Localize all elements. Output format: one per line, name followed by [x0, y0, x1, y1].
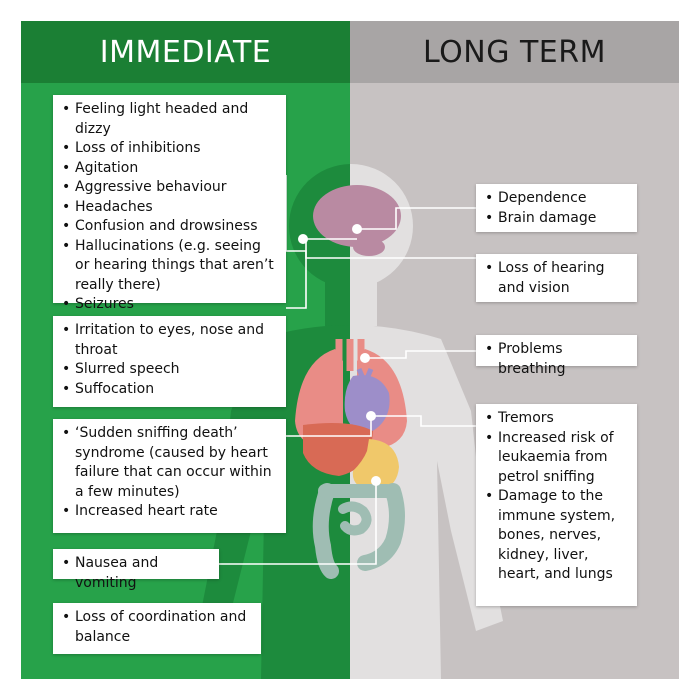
- effect-item: Problems breathing: [485, 340, 629, 379]
- effect-item: Slurred speech: [62, 360, 278, 380]
- senses-effects-box: Loss of hearing and vision: [476, 254, 637, 302]
- stomach-effects-box: Nausea and vomiting: [53, 549, 219, 591]
- lungs-effects-list: Problems breathing: [476, 335, 637, 379]
- throat-effects-list: Irritation to eyes, nose and throatSlurr…: [53, 316, 286, 399]
- head-effects-box: Feeling light headed and dizzyLoss of in…: [53, 95, 286, 312]
- small-intestine-organ: [338, 501, 372, 536]
- effect-item: Brain damage: [485, 209, 629, 229]
- brain-effects-list: DependenceBrain damage: [476, 184, 637, 228]
- coordination-effects-list: Loss of coordination and balance: [53, 603, 261, 647]
- connector-line-3: [286, 251, 307, 309]
- effect-item: Headaches: [62, 198, 278, 218]
- brain-effects-box: DependenceBrain damage: [476, 184, 637, 232]
- stomach-effects-list: Nausea and vomiting: [53, 549, 219, 593]
- heart-effects-list: ‘Sudden sniffing death’ syndrome (caused…: [53, 419, 286, 522]
- effect-item: Tremors: [485, 409, 631, 429]
- effect-item: Increased risk of leukaemia from petrol …: [485, 429, 631, 488]
- ascending-colon-organ: [312, 483, 339, 579]
- systemic-effects-box: TremorsIncreased risk of leukaemia from …: [476, 404, 637, 606]
- brain-organ: [313, 185, 401, 247]
- effect-item: Dependence: [485, 189, 629, 209]
- connector-line-5: [365, 350, 476, 359]
- connector-dot-3: [360, 353, 370, 363]
- effect-item: Hallucinations (e.g. seeing or hearing t…: [62, 237, 278, 296]
- throat-effects-box: Irritation to eyes, nose and throatSlurr…: [53, 316, 286, 407]
- senses-effects-list: Loss of hearing and vision: [476, 254, 637, 298]
- connector-dot-4: [366, 411, 376, 421]
- lungs-effects-box: Problems breathing: [476, 335, 637, 377]
- connector-dot-1: [352, 224, 362, 234]
- effect-item: Suffocation: [62, 380, 278, 400]
- effect-item: Loss of inhibitions: [62, 139, 278, 159]
- connector-line-8: [371, 415, 476, 427]
- coordination-effects-box: Loss of coordination and balance: [53, 603, 261, 654]
- effect-item: Increased heart rate: [62, 502, 278, 522]
- long-term-header-bar: [350, 21, 679, 83]
- effect-item: Agitation: [62, 159, 278, 179]
- connector-dot-5: [371, 476, 381, 486]
- stomach-organ: [352, 439, 399, 491]
- heart-effects-box: ‘Sudden sniffing death’ syndrome (caused…: [53, 419, 286, 533]
- immediate-heading: IMMEDIATE: [99, 35, 272, 70]
- cerebellum-organ: [353, 238, 385, 256]
- body-illustration: [199, 164, 503, 679]
- head-effects-list: Feeling light headed and dizzyLoss of in…: [53, 95, 286, 315]
- heart-organ: [344, 375, 390, 433]
- connector-line-4: [357, 207, 476, 230]
- effect-item: ‘Sudden sniffing death’ syndrome (caused…: [62, 424, 278, 502]
- effect-item: Damage to the immune system, bones, nerv…: [485, 487, 631, 585]
- infographic: IMMEDIATE LONG TERM Feeling light headed…: [21, 21, 679, 679]
- effect-item: Confusion and drowsiness: [62, 217, 278, 237]
- connector-line-7: [286, 416, 372, 437]
- effect-item: Loss of coordination and balance: [62, 608, 253, 647]
- effect-item: Irritation to eyes, nose and throat: [62, 321, 278, 360]
- effect-item: Feeling light headed and dizzy: [62, 100, 278, 139]
- connector-dot-2: [298, 234, 308, 244]
- effect-item: Nausea and vomiting: [62, 554, 211, 593]
- aorta-organ: [356, 368, 374, 390]
- effect-item: Seizures: [62, 295, 278, 315]
- connector-line-6: [219, 481, 377, 565]
- long-term-heading: LONG TERM: [423, 35, 606, 70]
- immediate-header-bar: [21, 21, 350, 83]
- effect-item: Loss of hearing and vision: [485, 259, 629, 298]
- effect-item: Aggressive behaviour: [62, 178, 278, 198]
- systemic-effects-list: TremorsIncreased risk of leukaemia from …: [476, 404, 637, 585]
